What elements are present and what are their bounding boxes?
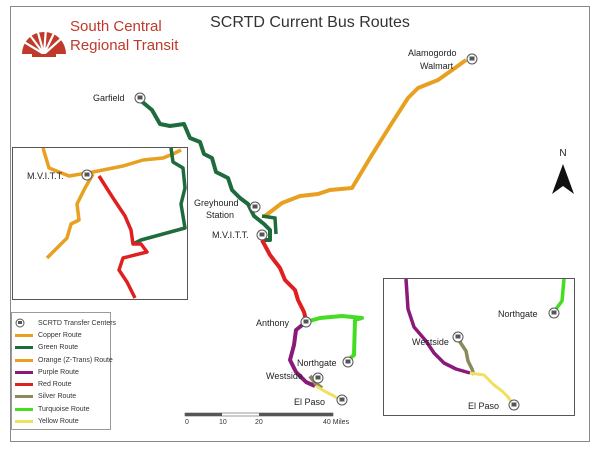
legend-item: Turquoise Route bbox=[15, 403, 107, 415]
inset-yellow-route bbox=[469, 371, 514, 404]
legend-swatch bbox=[15, 370, 33, 374]
inset-el-paso: Northgate Westside El Paso bbox=[383, 278, 575, 416]
label-alamogordo: Alamogordo bbox=[408, 48, 457, 58]
turquoise-route bbox=[305, 314, 364, 362]
transfer-center-icon bbox=[466, 53, 478, 65]
scale-tick-20: 20 bbox=[255, 419, 263, 426]
copper-route bbox=[263, 58, 468, 218]
legend-swatch bbox=[15, 358, 33, 362]
label-elpaso: El Paso bbox=[294, 397, 325, 407]
legend-item-label: Green Route bbox=[38, 344, 79, 352]
inset-las-cruces: M.V.I.T.T. bbox=[12, 147, 188, 300]
inset-green-route bbox=[132, 147, 187, 246]
transfer-center-icon bbox=[249, 201, 261, 213]
legend-item: Copper Route bbox=[15, 329, 107, 341]
green-route-spur bbox=[261, 214, 278, 235]
legend-item: Orange (Z-Trans) Route bbox=[15, 354, 113, 366]
inset-copper-route-south bbox=[45, 173, 95, 260]
legend-swatch bbox=[15, 395, 33, 399]
inset-purple-route bbox=[404, 278, 471, 375]
red-route bbox=[260, 239, 308, 321]
transfer-center-icon bbox=[452, 331, 464, 343]
scale-tick-10: 10 bbox=[219, 419, 227, 426]
legend-item-label: Red Route bbox=[38, 381, 72, 389]
legend-item-label: Copper Route bbox=[38, 331, 82, 339]
inset-label-westside: Westside bbox=[412, 337, 449, 347]
label-walmart: Walmart bbox=[420, 61, 454, 71]
legend-swatch bbox=[15, 420, 33, 424]
label-westside: Westside bbox=[266, 371, 303, 381]
inset-label-mvitt: M.V.I.T.T. bbox=[27, 171, 64, 181]
purple-route bbox=[288, 320, 316, 388]
map-legend: SCRTD Transfer Centers Copper Route Gree… bbox=[11, 312, 116, 430]
scale-tick-0: 0 bbox=[185, 419, 189, 426]
label-anthony: Anthony bbox=[256, 318, 290, 328]
legend-transfer-centers: SCRTD Transfer Centers bbox=[15, 317, 116, 329]
inset-red-route bbox=[97, 175, 149, 299]
scale-bar: 0 10 20 40 Miles bbox=[183, 411, 363, 435]
green-route bbox=[138, 98, 272, 242]
scale-tick-40: 40 Miles bbox=[323, 419, 350, 426]
sunburst-logo-icon bbox=[22, 27, 66, 57]
legend-swatch bbox=[15, 346, 33, 350]
transfer-center-icon bbox=[342, 356, 354, 368]
legend-item: Yellow Route bbox=[15, 415, 107, 427]
transfer-center-icon bbox=[134, 92, 146, 104]
inset-las-cruces-map: M.V.I.T.T. bbox=[27, 147, 187, 299]
legend-item-label: Turquoise Route bbox=[38, 405, 90, 413]
logo-text-line1: South Central bbox=[70, 18, 162, 35]
north-arrow: N bbox=[548, 146, 578, 200]
label-greyhound: Greyhound bbox=[194, 198, 239, 208]
transfer-center-icon bbox=[312, 372, 324, 384]
inset-el-paso-map: Northgate Westside El Paso bbox=[404, 278, 566, 411]
transfer-center-icon bbox=[548, 307, 560, 319]
inset-silver-route bbox=[456, 338, 476, 376]
legend-item: Purple Route bbox=[15, 366, 107, 378]
legend-swatch bbox=[15, 383, 33, 387]
scale-bar-graphic: 0 10 20 40 Miles bbox=[184, 412, 350, 426]
label-garfield: Garfield bbox=[93, 93, 125, 103]
legend-item: Green Route bbox=[15, 342, 107, 354]
label-mvitt: M.V.I.T.T. bbox=[212, 230, 249, 240]
legend-item-label: Purple Route bbox=[38, 368, 79, 376]
north-label: N bbox=[559, 148, 566, 159]
legend-swatch bbox=[15, 333, 33, 337]
label-northgate: Northgate bbox=[297, 358, 337, 368]
legend-item-label: Yellow Route bbox=[38, 418, 79, 426]
logo-text-line2: Regional Transit bbox=[70, 37, 179, 54]
legend-item: Red Route bbox=[15, 378, 107, 390]
legend-item-label: Silver Route bbox=[38, 393, 77, 401]
transfer-center-icon bbox=[508, 399, 520, 411]
legend-item: Silver Route bbox=[15, 391, 107, 403]
transfer-center-icon bbox=[336, 394, 348, 406]
transfer-center-icon bbox=[256, 229, 268, 241]
inset-label-northgate: Northgate bbox=[498, 309, 538, 319]
inset-turquoise-route bbox=[554, 278, 566, 311]
inset-copper-route bbox=[41, 147, 182, 178]
legend-item-label: Orange (Z-Trans) Route bbox=[38, 356, 113, 364]
transfer-center-icon bbox=[300, 316, 312, 328]
legend-swatch bbox=[15, 407, 33, 411]
map-title: SCRTD Current Bus Routes bbox=[210, 14, 410, 31]
north-arrow-icon: N bbox=[552, 148, 574, 194]
label-station: Station bbox=[206, 210, 234, 220]
scrtd-logo: South Central Regional Transit bbox=[18, 16, 218, 66]
legend-transfer-label: SCRTD Transfer Centers bbox=[38, 319, 117, 327]
inset-label-elpaso: El Paso bbox=[468, 401, 499, 411]
transfer-center-icon bbox=[81, 169, 93, 181]
transfer-center-icon bbox=[15, 318, 25, 328]
